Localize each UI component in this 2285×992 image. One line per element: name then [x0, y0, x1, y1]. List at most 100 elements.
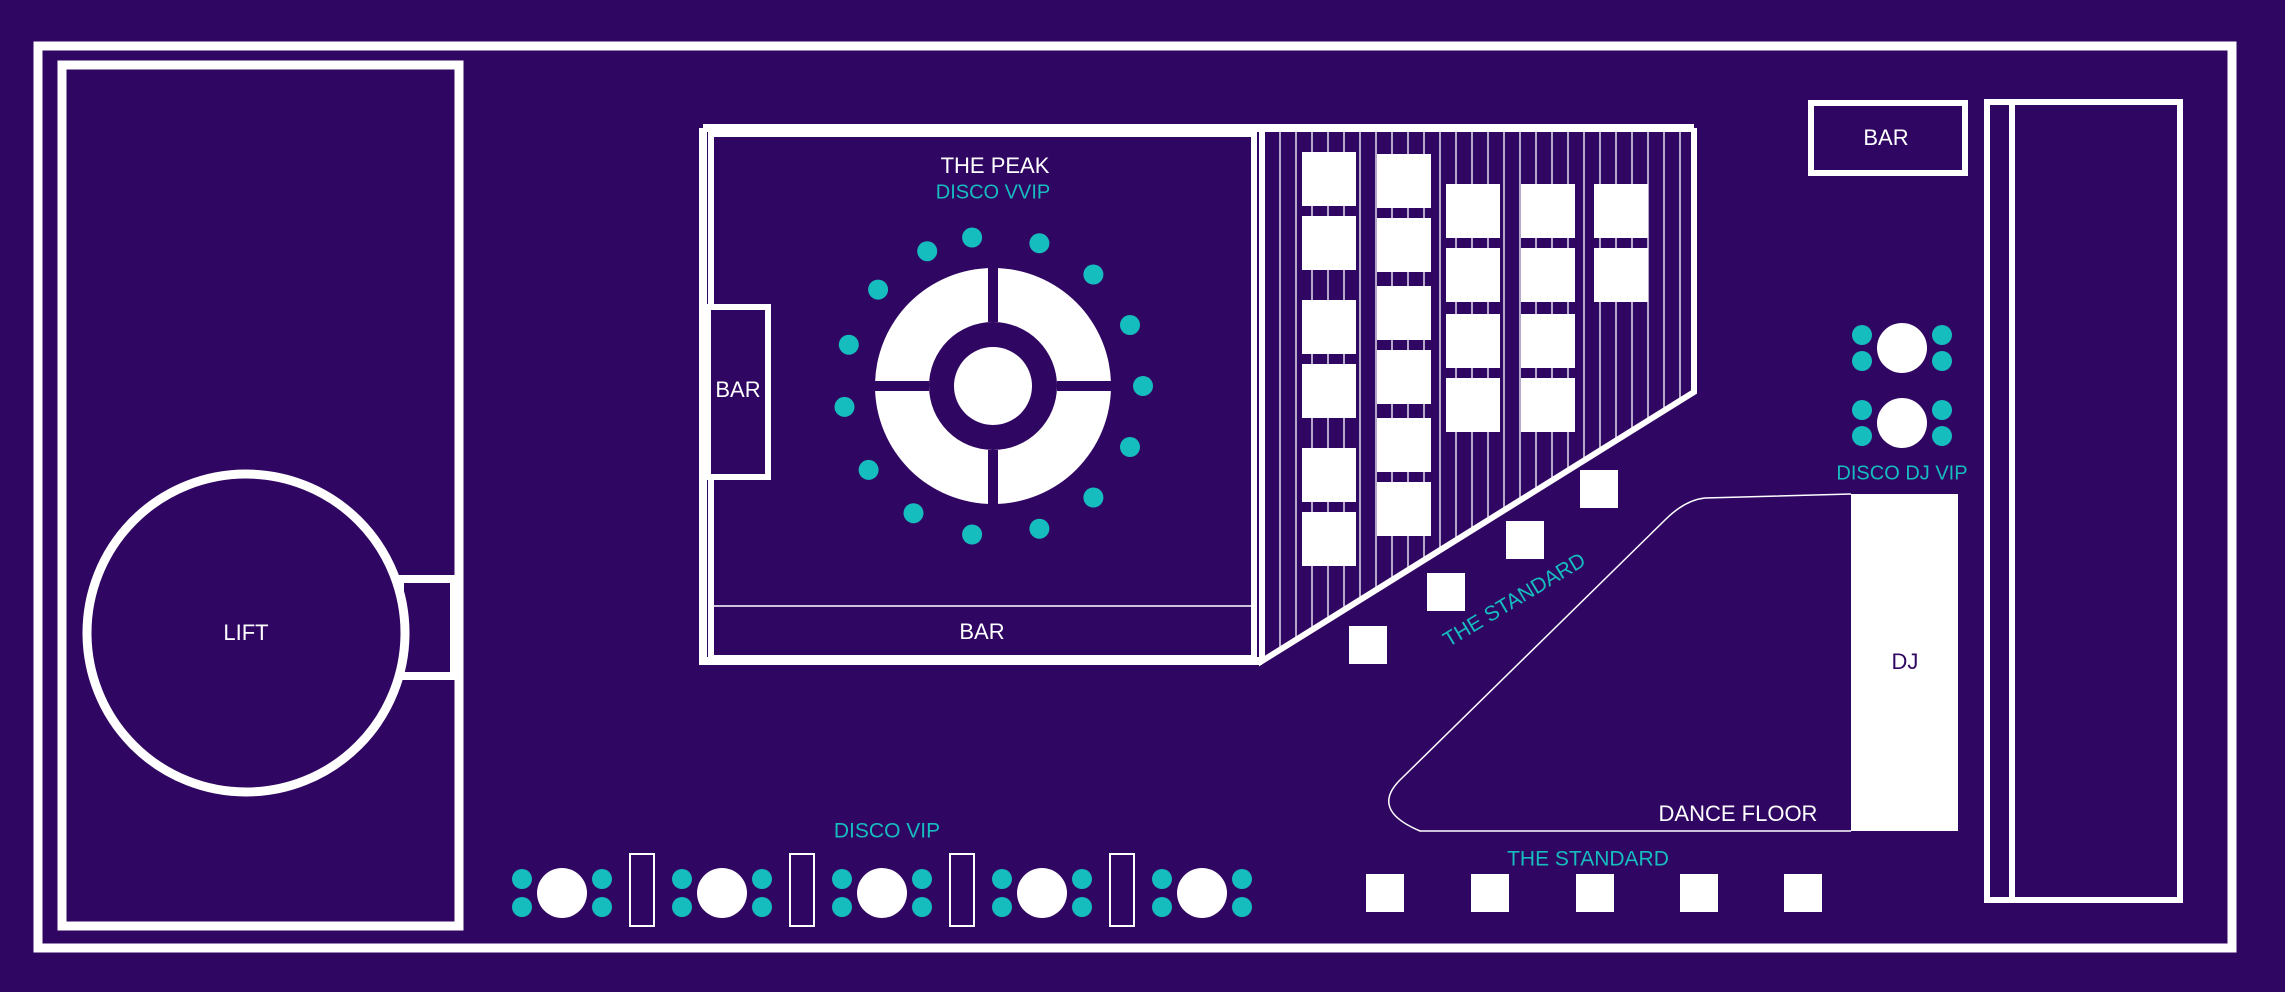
disco-vip-seat[interactable] — [752, 869, 772, 889]
disco-vip-seat[interactable] — [832, 869, 852, 889]
standard-table[interactable] — [1377, 350, 1431, 404]
standard-table[interactable] — [1446, 184, 1500, 238]
standard-table[interactable] — [1302, 152, 1356, 206]
bar-top-right[interactable]: BAR — [1808, 100, 1968, 176]
dj-vip-seat[interactable] — [1932, 400, 1952, 420]
disco-vip-seat[interactable] — [512, 869, 532, 889]
disco-vip-divider — [1109, 853, 1135, 927]
standard-bottom-tables — [1366, 874, 1822, 912]
standard-bottom-table[interactable] — [1366, 874, 1404, 912]
bar-peak-bottom-label: BAR — [959, 619, 1004, 644]
standard-table[interactable] — [1594, 184, 1648, 238]
standard-table[interactable] — [1446, 378, 1500, 432]
disco-vip-seat[interactable] — [1232, 869, 1252, 889]
standard-bottom-table[interactable] — [1680, 874, 1718, 912]
disco-vip-table[interactable] — [697, 868, 747, 918]
standard-table[interactable] — [1427, 573, 1465, 611]
vvip-seat[interactable] — [1120, 437, 1140, 457]
disco-vip-seat[interactable] — [912, 869, 932, 889]
dj-vip-seat[interactable] — [1852, 426, 1872, 446]
standard-bottom-table[interactable] — [1471, 874, 1509, 912]
disco-vip-seat[interactable] — [1072, 897, 1092, 917]
disco-vip-seat[interactable] — [1152, 897, 1172, 917]
standard-table[interactable] — [1377, 154, 1431, 208]
standard-table[interactable] — [1521, 378, 1575, 432]
vvip-seat[interactable] — [1029, 233, 1050, 254]
disco-vip-table[interactable] — [1017, 868, 1067, 918]
disco-vip-seat[interactable] — [592, 897, 612, 917]
standard-table[interactable] — [1377, 286, 1431, 340]
vvip-seat[interactable] — [868, 279, 889, 300]
vvip-ring-table[interactable] — [871, 264, 1115, 508]
vvip-seat[interactable] — [838, 334, 859, 355]
dj-vip-seat[interactable] — [1852, 400, 1872, 420]
disco-vip-table[interactable] — [537, 868, 587, 918]
dj-vip-seat[interactable] — [1932, 351, 1952, 371]
standard-table[interactable] — [1302, 364, 1356, 418]
standard-table[interactable] — [1302, 512, 1356, 566]
standard-table[interactable] — [1302, 448, 1356, 502]
standard-table[interactable] — [1302, 300, 1356, 354]
standard-table[interactable] — [1377, 418, 1431, 472]
disco-vip-seat[interactable] — [592, 869, 612, 889]
disco-vip-table[interactable] — [857, 868, 907, 918]
standard-bottom-table[interactable] — [1784, 874, 1822, 912]
standard-bottom-table[interactable] — [1576, 874, 1614, 912]
disco-vip-seat[interactable] — [1152, 869, 1172, 889]
standard-table[interactable] — [1349, 626, 1387, 664]
disco-vip-seat[interactable] — [752, 897, 772, 917]
vvip-center-table[interactable] — [954, 347, 1032, 425]
vvip-ring-gap-bottom — [988, 450, 998, 508]
bar-peak-side[interactable] — [705, 304, 771, 480]
disco-dj-vip-label: DISCO DJ VIP — [1836, 462, 1967, 484]
standard-table[interactable] — [1446, 248, 1500, 302]
bar-top-right-label: BAR — [1863, 125, 1908, 150]
lift-circle[interactable] — [82, 469, 410, 797]
standard-table[interactable] — [1377, 482, 1431, 536]
dj-vip-seat[interactable] — [1852, 325, 1872, 345]
vvip-seat[interactable] — [1083, 487, 1104, 508]
vvip-seat[interactable] — [962, 524, 983, 545]
disco-vip-table[interactable] — [1177, 868, 1227, 918]
venue-outline — [33, 41, 2237, 953]
disco-vip-seat[interactable] — [672, 869, 692, 889]
vvip-seats — [834, 227, 1153, 545]
vvip-seat[interactable] — [917, 241, 938, 262]
dj-vip-table[interactable] — [1877, 323, 1927, 373]
disco-vip-seat[interactable] — [1072, 869, 1092, 889]
disco-vip-seat[interactable] — [672, 897, 692, 917]
standard-table[interactable] — [1506, 521, 1544, 559]
dj-booth[interactable] — [1851, 494, 1958, 831]
disco-vip-seat[interactable] — [1232, 897, 1252, 917]
disco-vip-seat[interactable] — [992, 869, 1012, 889]
standard-table[interactable] — [1521, 314, 1575, 368]
dance-floor-outline — [1388, 493, 1852, 832]
standard-table[interactable] — [1594, 248, 1648, 302]
disco-vip-seat[interactable] — [512, 897, 532, 917]
lift-enclosure — [57, 60, 464, 931]
vvip-seat[interactable] — [903, 503, 924, 524]
vvip-seat[interactable] — [1120, 315, 1140, 335]
vvip-seat[interactable] — [834, 396, 855, 417]
dj-vip-seat[interactable] — [1932, 426, 1952, 446]
disco-vip-seat[interactable] — [912, 897, 932, 917]
standard-table[interactable] — [1377, 218, 1431, 272]
standard-table[interactable] — [1302, 216, 1356, 270]
dj-vip-seat[interactable] — [1932, 325, 1952, 345]
standard-table[interactable] — [1446, 314, 1500, 368]
lift-label: LIFT — [223, 620, 268, 645]
vvip-seat[interactable] — [1029, 518, 1050, 539]
standard-table[interactable] — [1521, 248, 1575, 302]
peak-title: THE PEAK — [941, 153, 1050, 178]
lift-area: LIFT — [57, 60, 464, 931]
vvip-seat[interactable] — [1133, 376, 1153, 396]
vvip-seat[interactable] — [858, 459, 879, 480]
standard-table[interactable] — [1521, 184, 1575, 238]
dj-vip-table[interactable] — [1877, 398, 1927, 448]
dj-vip-seat[interactable] — [1852, 351, 1872, 371]
standard-table[interactable] — [1580, 470, 1618, 508]
vvip-seat[interactable] — [1083, 264, 1104, 285]
vvip-seat[interactable] — [962, 227, 983, 248]
disco-vip-seat[interactable] — [992, 897, 1012, 917]
disco-vip-seat[interactable] — [832, 897, 852, 917]
